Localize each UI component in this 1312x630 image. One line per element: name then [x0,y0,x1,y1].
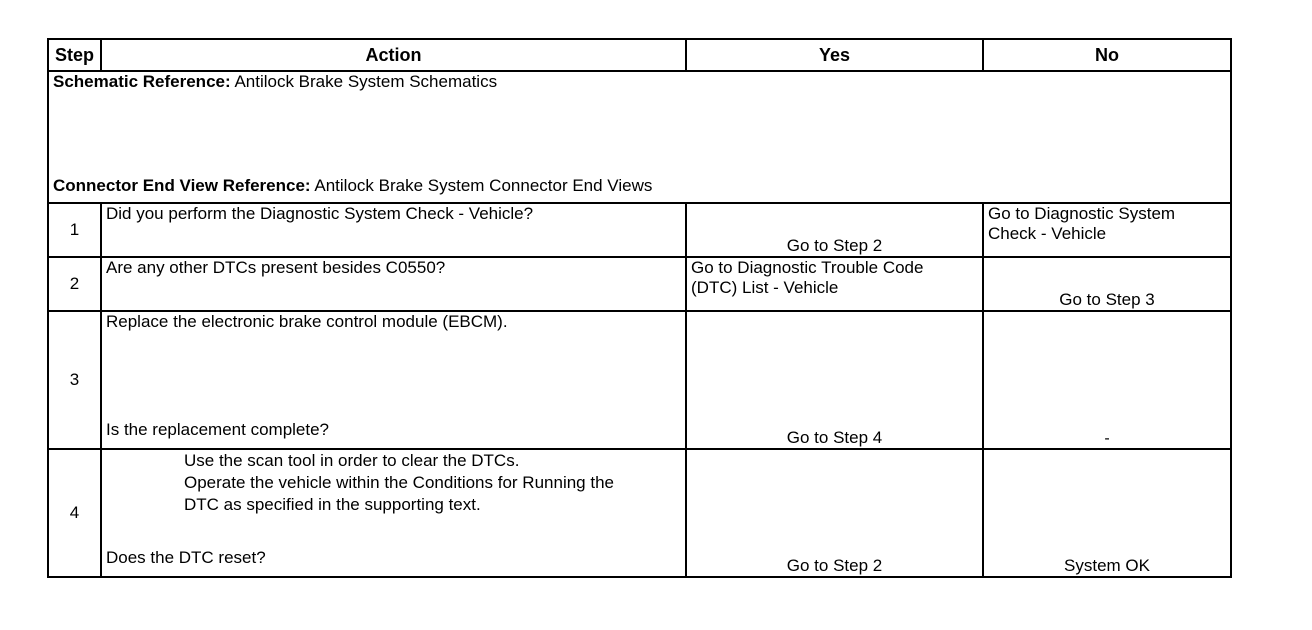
yes-result: Go to Step 2 [685,202,984,258]
step-number: 2 [47,256,102,312]
header-step: Step [47,38,102,72]
no-result: System OK [982,448,1232,578]
reference-cell: Schematic Reference: Antilock Brake Syst… [47,70,1232,204]
yes-result-line2: (DTC) List - Vehicle [691,278,839,297]
instruction-line: Use the scan tool in order to clear the … [184,451,520,470]
no-result-line1: Go to Diagnostic System [988,204,1176,223]
action-text: Did you perform the Diagnostic System Ch… [100,202,687,258]
action-instructions: Use the scan tool in order to clear the … [106,451,681,516]
instruction-line: Operate the vehicle within the Condition… [184,473,614,492]
yes-result: Go to Step 4 [685,310,984,450]
header-no: No [982,38,1232,72]
connector-reference: Connector End View Reference: Antilock B… [53,176,1226,196]
schematic-reference: Schematic Reference: Antilock Brake Syst… [53,72,1226,92]
step-number: 1 [47,202,102,258]
action-cell: Replace the electronic brake control mod… [100,310,687,450]
no-result: Go to Step 3 [982,256,1232,312]
no-result: Go to Diagnostic System Check - Vehicle [982,202,1232,258]
header-yes: Yes [685,38,984,72]
table-row: 3 Replace the electronic brake control m… [47,310,1232,450]
action-question: Does the DTC reset? [106,548,266,567]
connector-reference-label: Connector End View Reference: [53,176,311,195]
step-number: 4 [47,448,102,578]
step-number: 3 [47,310,102,450]
no-result-line2: Check - Vehicle [988,224,1107,243]
diagnostic-table: Step Action Yes No Schematic Reference: … [47,38,1232,578]
table-row: 1 Did you perform the Diagnostic System … [47,202,1232,258]
action-text: Replace the electronic brake control mod… [106,312,508,331]
yes-result-line1: Go to Diagnostic Trouble Code [691,258,924,277]
action-question: Is the replacement complete? [106,420,330,439]
table-row: 2 Are any other DTCs present besides C05… [47,256,1232,312]
header-action: Action [100,38,687,72]
no-result: - [982,310,1232,450]
action-cell: Use the scan tool in order to clear the … [100,448,687,578]
yes-result: Go to Step 2 [685,448,984,578]
table-row: 4 Use the scan tool in order to clear th… [47,448,1232,578]
yes-result: Go to Diagnostic Trouble Code (DTC) List… [685,256,984,312]
action-text: Are any other DTCs present besides C0550… [100,256,687,312]
schematic-reference-label: Schematic Reference: [53,72,231,91]
header-row: Step Action Yes No [47,38,1232,72]
reference-row: Schematic Reference: Antilock Brake Syst… [47,70,1232,204]
schematic-reference-value: Antilock Brake System Schematics [234,72,498,91]
connector-reference-value: Antilock Brake System Connector End View… [314,176,653,195]
instruction-line: DTC as specified in the supporting text. [184,495,481,514]
